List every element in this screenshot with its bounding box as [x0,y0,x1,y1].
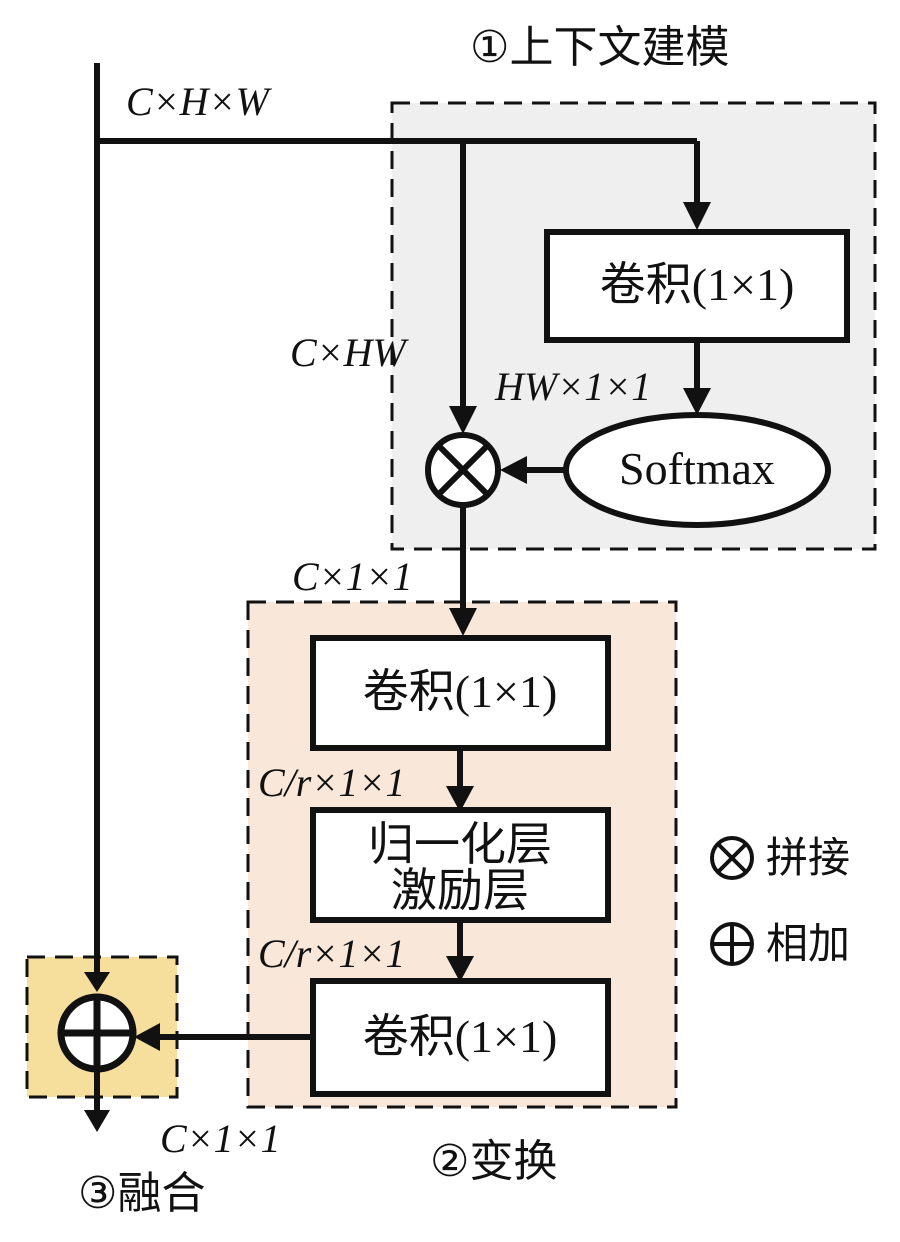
softmax-to-multiply-arrowhead [500,456,527,484]
add-op-icon [57,993,137,1073]
output-arrowhead [84,1110,110,1132]
reduce-to-norm-arrowhead [446,786,474,812]
context-conv-label: 卷积(1×1) [600,259,795,310]
multiply-op-icon [425,432,501,508]
norm-activation-label-line1: 归一化层 [368,819,552,870]
legend-add-label: 相加 [766,919,850,968]
dim-reduced1: C/r×1×1 [258,760,405,805]
skip-connection-arrowhead [84,972,110,992]
dim-pooled: C×1×1 [292,554,413,599]
dim-output: C×1×1 [160,1116,281,1161]
legend-multiply-label: 拼接 [766,833,850,882]
stage-fusion-label: ③融合 [78,1168,205,1219]
norm-activation-label-line2: 激励层 [391,865,529,916]
reduce-conv-box [310,635,611,751]
dim-reduced2: C/r×1×1 [258,931,405,976]
norm-to-expand-arrowhead [446,956,474,982]
conv-to-softmax-arrowhead [683,388,711,415]
norm-activation-box [310,807,611,923]
expand-conv-label: 卷积(1×1) [363,1011,558,1062]
softmax-label: Softmax [619,443,775,494]
multiply-to-transform-arrowhead [449,608,477,636]
dim-reshaped: C×HW [290,330,410,375]
reduce-conv-label: 卷积(1×1) [363,666,558,717]
to-conv-arrowhead [683,202,711,230]
expand-to-add-arrowhead [134,1023,160,1051]
dim-input: C×H×W [126,79,273,124]
dim-attention: HW×1×1 [494,364,651,409]
to-multiply-arrowhead [449,406,477,434]
legend-multiply-icon [710,836,754,880]
stage-context-label: ①上下文建模 [470,22,729,73]
stage-transform-label: ②变换 [430,1136,557,1187]
expand-conv-box [310,978,611,1097]
legend-add-icon [710,922,754,966]
